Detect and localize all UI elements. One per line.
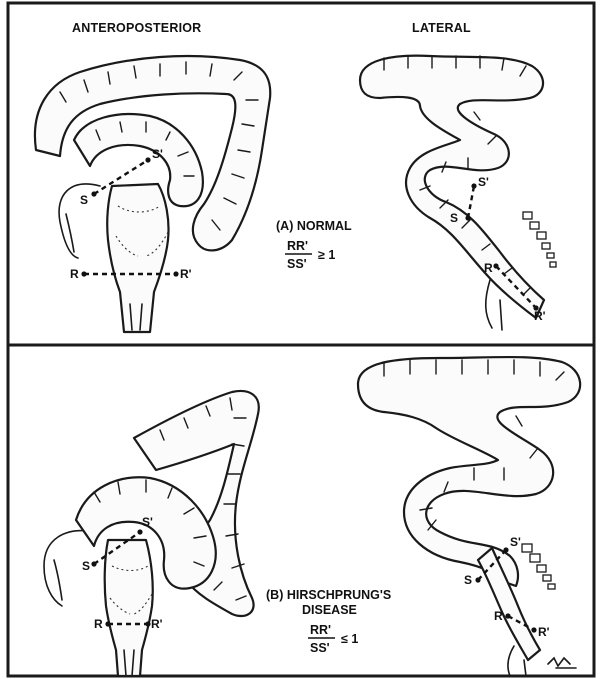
- heading-lateral: LATERAL: [412, 21, 471, 35]
- ratio-a-relation: ≥ 1: [318, 248, 335, 262]
- caption-hirschsprung-line2: DISEASE: [302, 603, 357, 617]
- lateral-point-r-prime: R': [534, 309, 546, 323]
- caption-hirschsprung-line1: (B) HIRSCHPRUNG'S: [266, 588, 391, 602]
- lateral-point-s: S: [450, 211, 458, 225]
- lateral-b-point-r: R: [494, 609, 503, 623]
- ratio-b-denominator: SS': [310, 641, 330, 655]
- ap-b-point-r-prime: R': [151, 617, 163, 631]
- ratio-a-denominator: SS': [287, 257, 307, 271]
- lateral-b-point-r-prime: R': [538, 625, 550, 639]
- heading-anteroposterior: ANTEROPOSTERIOR: [72, 21, 201, 35]
- caption-normal: (A) NORMAL: [276, 219, 352, 233]
- lateral-point-s-prime: S': [478, 175, 489, 189]
- ratio-b-numerator: RR': [310, 623, 331, 637]
- ap-b-point-s: S: [82, 559, 90, 573]
- ap-point-s-prime: S': [152, 147, 163, 161]
- lateral-b-point-s-prime: S': [510, 535, 521, 549]
- ap-b-point-r: R: [94, 617, 103, 631]
- ap-point-r-prime: R': [180, 267, 192, 281]
- ap-point-r: R: [70, 267, 79, 281]
- ap-b-point-s-prime: S': [142, 515, 153, 529]
- lateral-b-point-s: S: [464, 573, 472, 587]
- ratio-b-relation: ≤ 1: [341, 632, 358, 646]
- ratio-a-numerator: RR': [287, 239, 308, 253]
- lateral-point-r: R: [484, 261, 493, 275]
- ap-point-s: S: [80, 193, 88, 207]
